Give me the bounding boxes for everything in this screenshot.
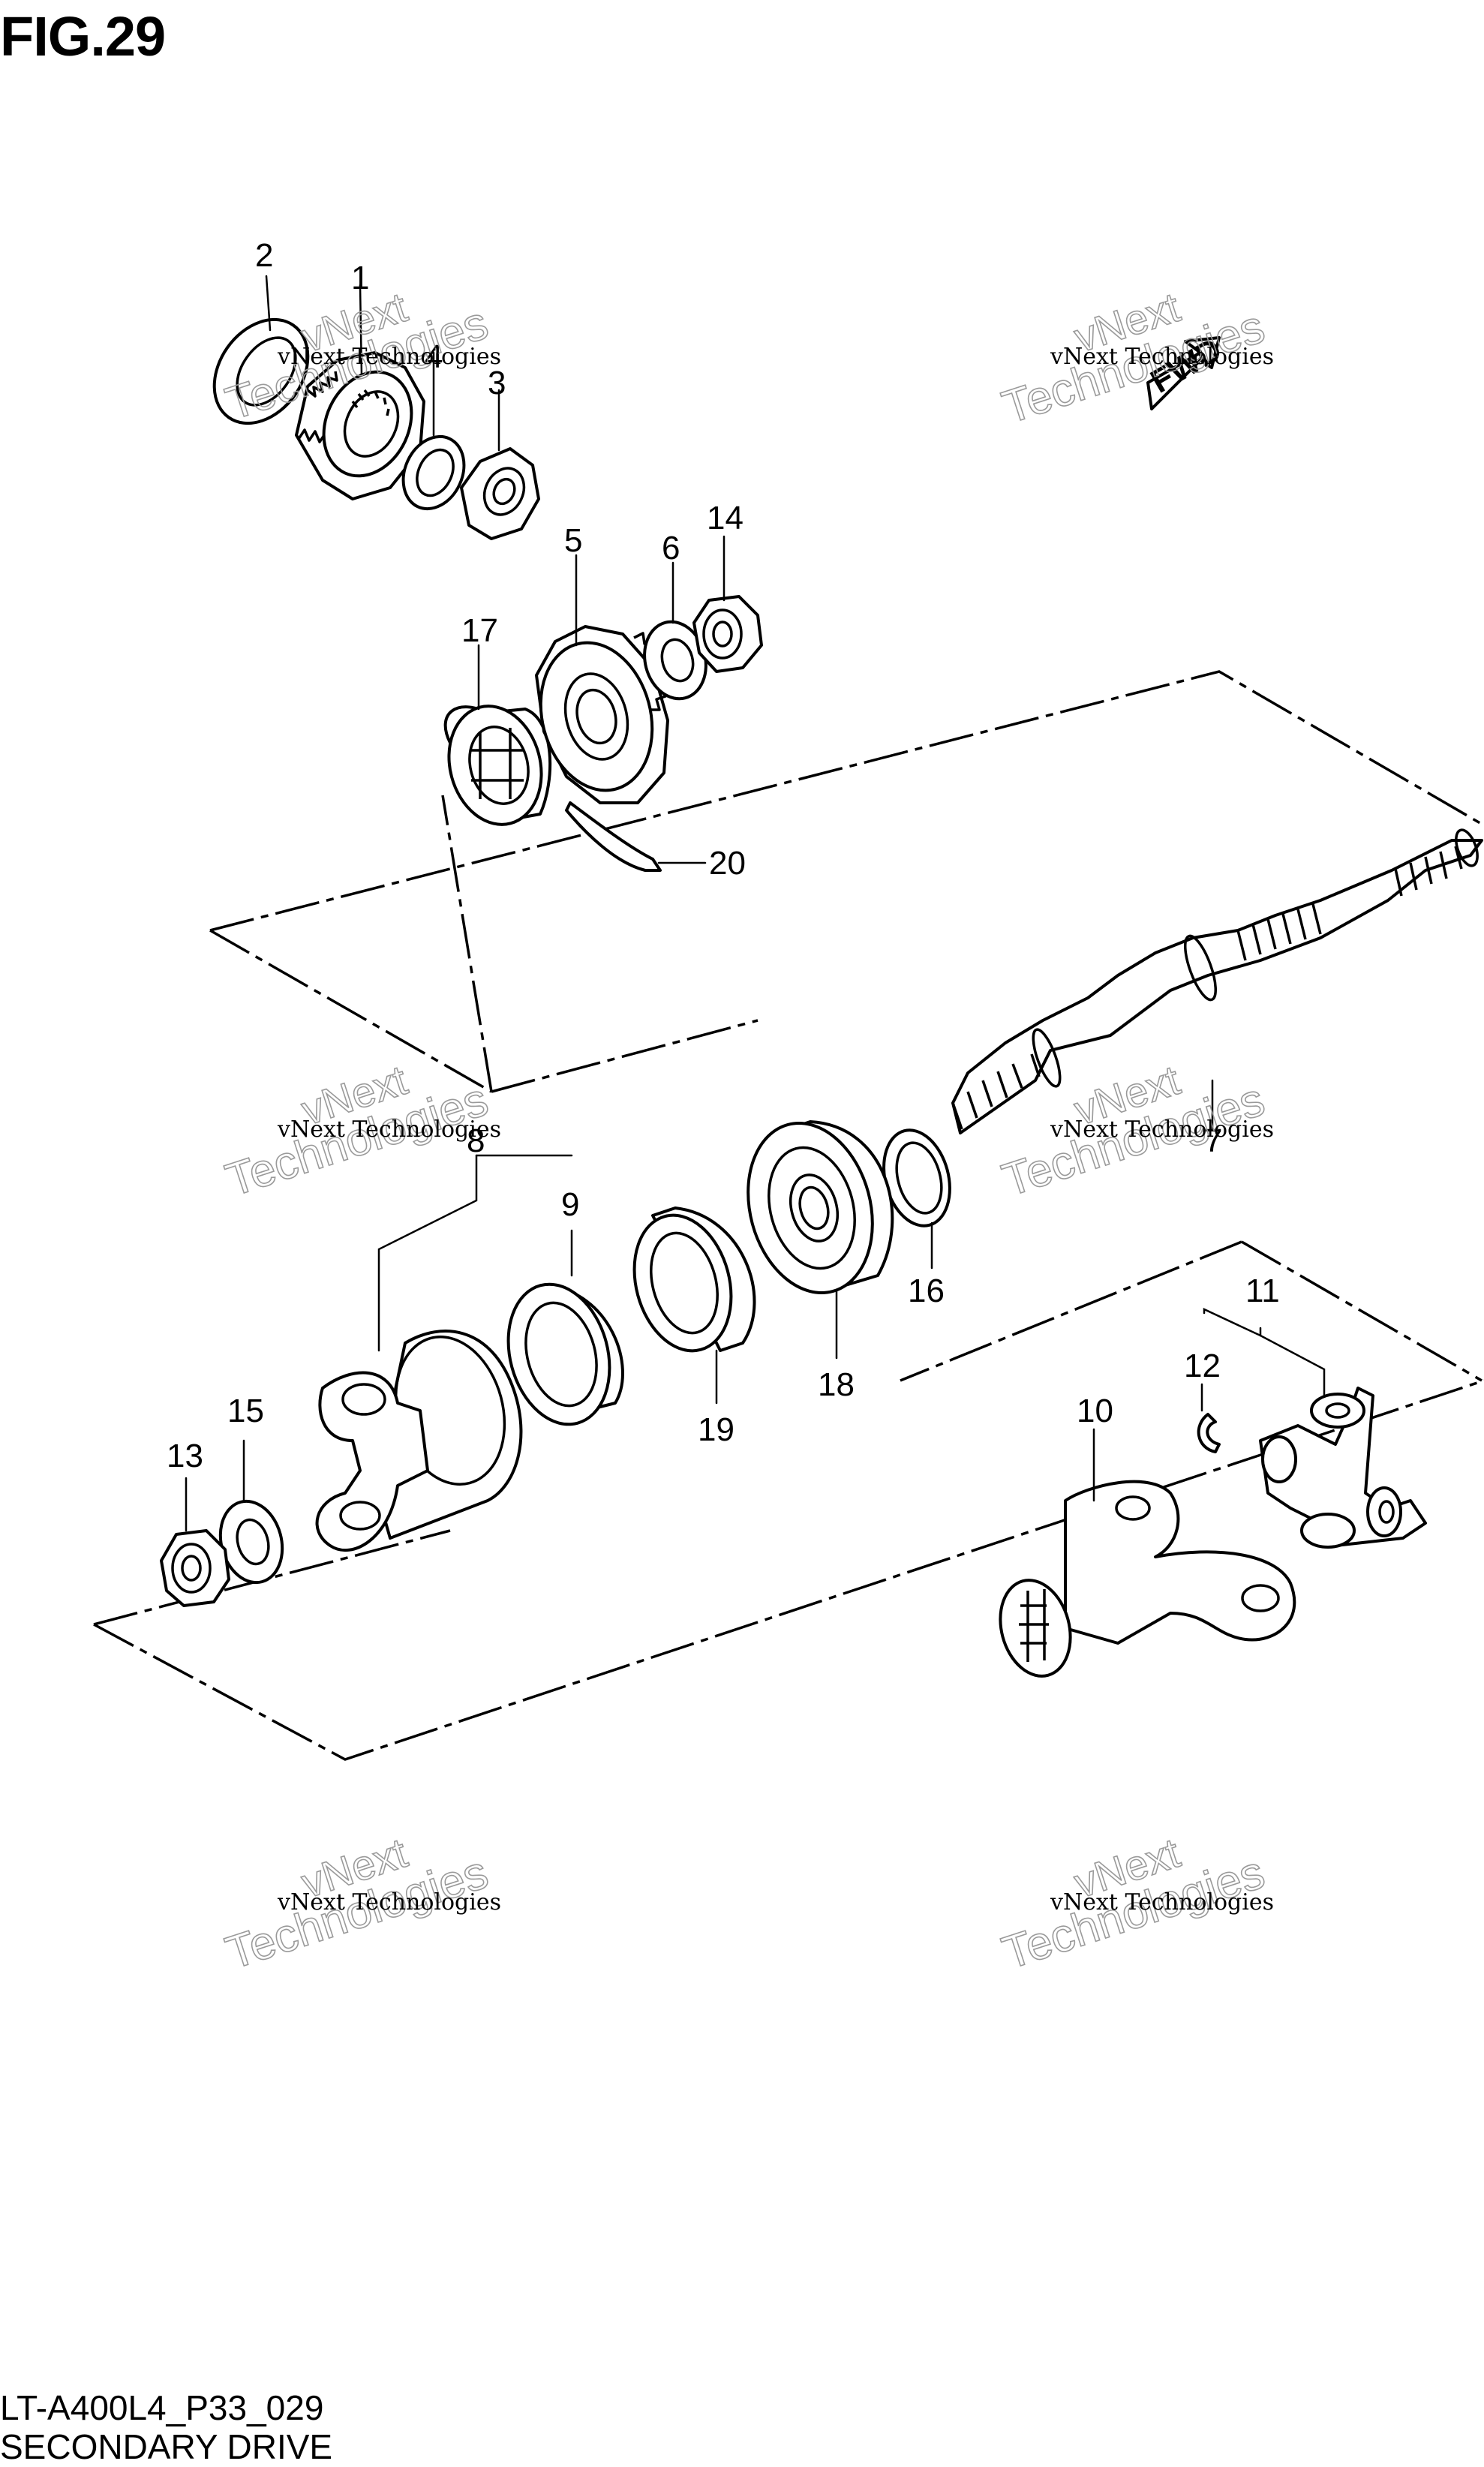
watermark-text: vNext Technologies — [1050, 1116, 1274, 1143]
watermark-text: vNext Technologies — [277, 1116, 501, 1143]
watermark-text: vNext Technologies — [1050, 1889, 1274, 1916]
part-yoke-10 — [999, 1480, 1296, 1678]
callout-12: 12 — [1184, 1348, 1221, 1384]
callout-4: 4 — [425, 338, 443, 375]
part-washer-4 — [401, 434, 466, 511]
part-seal-9 — [506, 1282, 624, 1426]
callout-2: 2 — [255, 237, 273, 274]
leader-lines — [185, 275, 1326, 1532]
figure-code: LT-A400L4_P33_029 — [0, 2388, 324, 2427]
callout-3: 3 — [488, 365, 506, 401]
callout-16: 16 — [908, 1273, 945, 1309]
callout-labels: 2 1 4 3 5 6 14 17 20 7 8 9 16 18 19 11 1… — [167, 237, 1280, 1474]
part-nut-13 — [160, 1529, 230, 1607]
part-seal-19 — [632, 1206, 756, 1353]
callout-1: 1 — [351, 260, 369, 296]
part-bevel-gear-1 — [295, 351, 425, 500]
watermark-5: vNext Technologies vNext Technologies — [219, 1828, 501, 1980]
part-gear-5 — [535, 625, 669, 804]
callout-19: 19 — [698, 1411, 734, 1448]
callout-14: 14 — [707, 500, 744, 536]
callout-9: 9 — [561, 1186, 579, 1223]
part-nut-3 — [460, 447, 540, 540]
assembly-boundary-upper — [209, 670, 1484, 1093]
figure-title: FIG.29 — [0, 5, 166, 68]
callout-10: 10 — [1077, 1393, 1113, 1429]
callout-5: 5 — [564, 522, 582, 559]
callout-17: 17 — [461, 612, 498, 649]
watermark-6: vNext Technologies vNext Technologies — [996, 1828, 1274, 1980]
callout-18: 18 — [818, 1366, 855, 1403]
watermark-text: vNext Technologies — [1050, 344, 1274, 370]
assembly-boundary-lower — [93, 1240, 1484, 1761]
figure-name: SECONDARY DRIVE — [0, 2427, 333, 2466]
part-bearing-18 — [747, 1120, 894, 1294]
callout-6: 6 — [662, 530, 680, 566]
callout-11: 11 — [1245, 1273, 1280, 1309]
part-yoke-8 — [315, 1330, 523, 1552]
part-spider-11 — [1259, 1387, 1427, 1549]
part-circlip-20 — [565, 801, 662, 872]
watermark-2: vNext Technologies vNext Technologies — [996, 282, 1274, 434]
watermark-text: vNext Technologies — [277, 1889, 501, 1916]
watermark-3: vNext Technologies vNext Technologies — [219, 1055, 501, 1207]
callout-7: 7 — [1204, 1122, 1222, 1159]
part-washer-2 — [212, 317, 310, 425]
callout-8: 8 — [467, 1122, 485, 1159]
callout-20: 20 — [709, 845, 746, 882]
callout-13: 13 — [167, 1438, 203, 1474]
part-bearing-17 — [443, 705, 552, 826]
part-circlip-12 — [1197, 1413, 1221, 1453]
part-shaft-7 — [951, 828, 1483, 1134]
callout-15: 15 — [227, 1393, 264, 1429]
part-nut-14 — [692, 595, 763, 673]
watermark-text: vNext Technologies — [277, 344, 501, 370]
